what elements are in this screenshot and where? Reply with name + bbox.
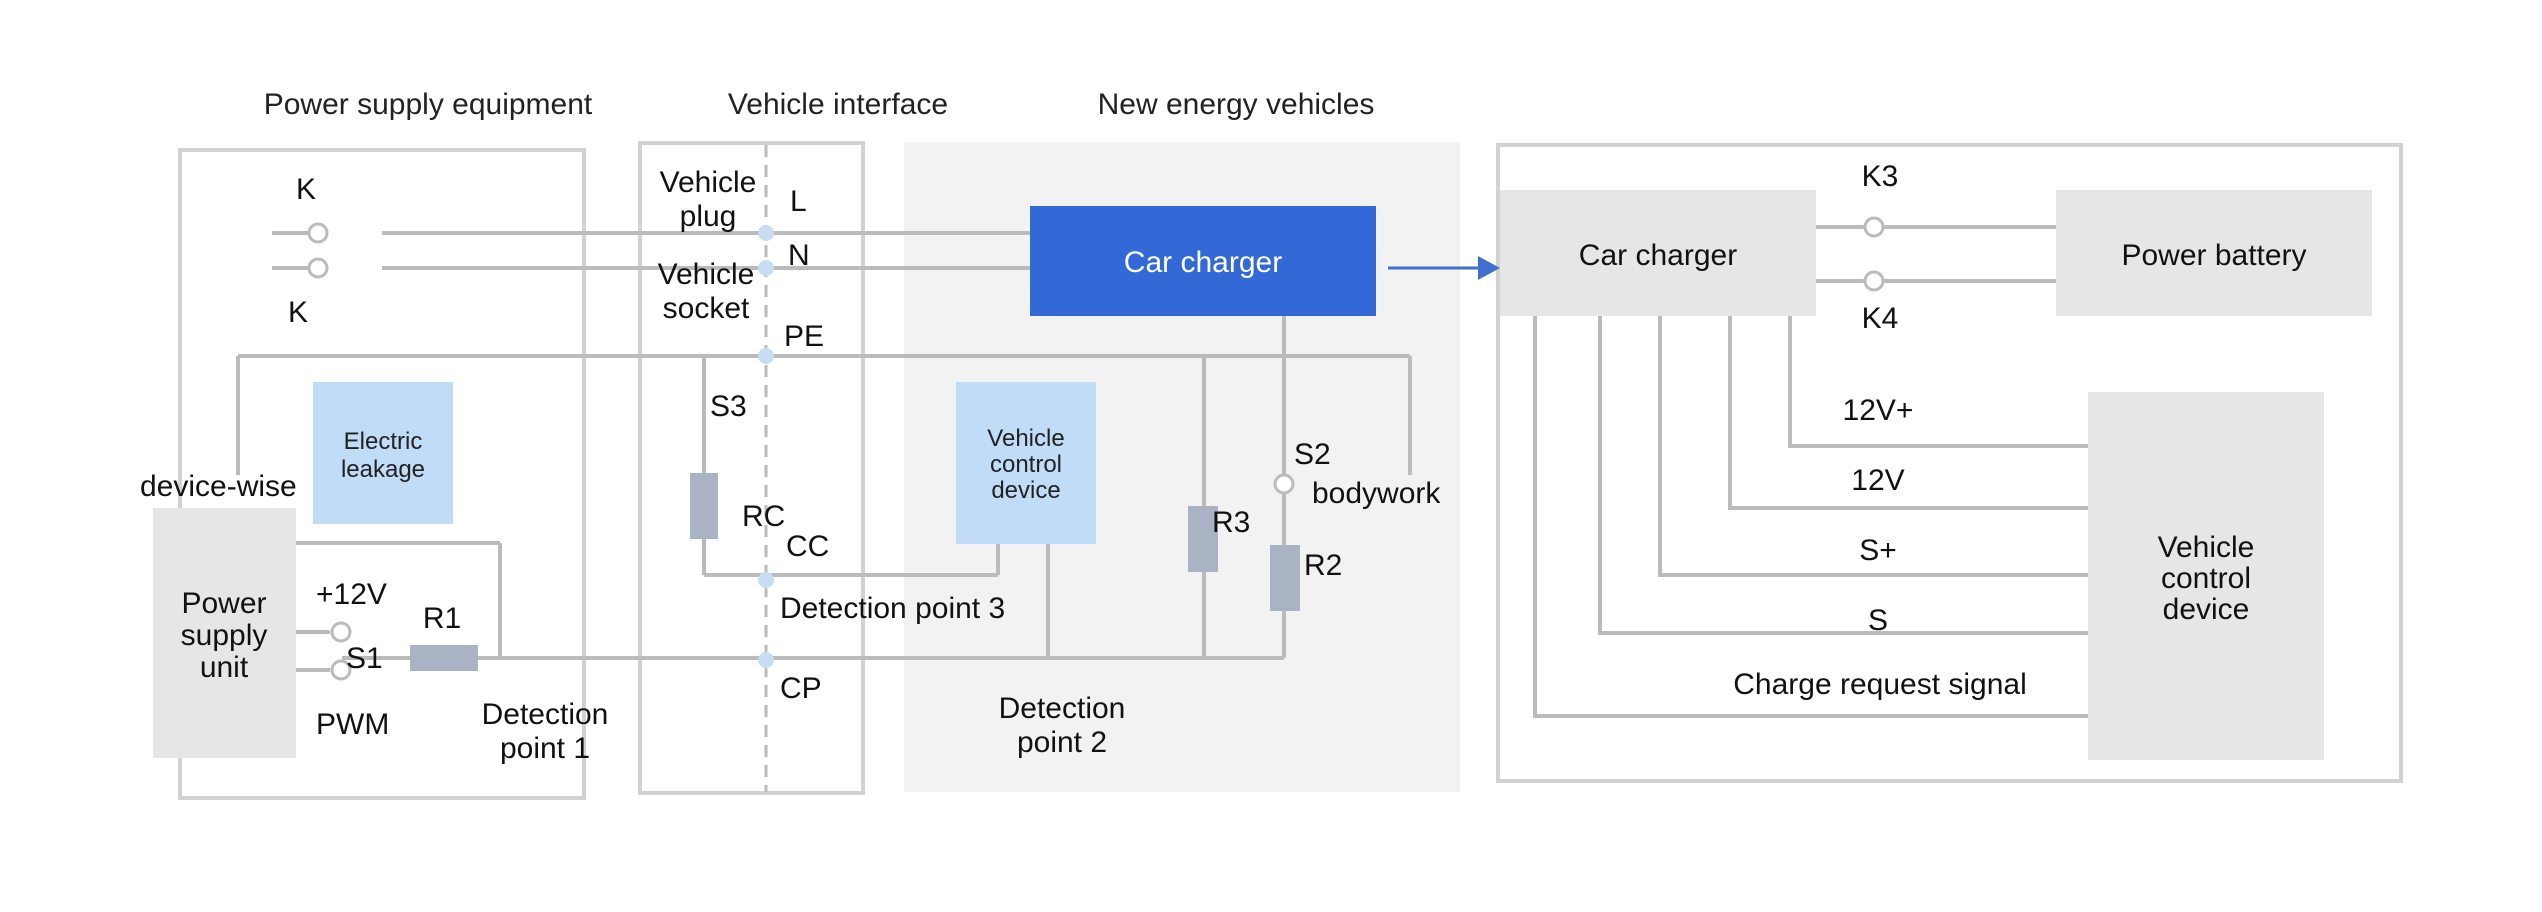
detail-vehicle-control-device-block xyxy=(2088,392,2324,760)
label-plus-12v: +12V xyxy=(316,578,387,611)
power-supply-unit-block xyxy=(153,508,296,758)
label-device-wise: device-wise xyxy=(140,470,297,503)
resistor-r3 xyxy=(1188,506,1218,572)
k4-switch-icon xyxy=(1863,270,1885,292)
heading-power-supply-equipment: Power supply equipment xyxy=(264,88,593,121)
plus-12v-terminal-icon xyxy=(330,621,352,643)
label-s-plus: S+ xyxy=(1859,534,1897,567)
arrow-right-icon xyxy=(1478,256,1500,280)
connector-dot-cc xyxy=(758,572,774,588)
label-cp: CP xyxy=(780,672,822,705)
label-k3: K3 xyxy=(1862,160,1899,193)
detail-car-charger-label: Car charger xyxy=(1579,239,1737,272)
electric-leakage-line-2: leakage xyxy=(341,456,425,483)
connector-dot-l xyxy=(758,225,774,241)
power-supply-unit-line-1: Power xyxy=(181,587,266,620)
wires xyxy=(236,225,2088,718)
connector-dot-cp xyxy=(758,652,774,668)
label-pwm: PWM xyxy=(316,708,389,741)
k-switch-bottom-icon xyxy=(307,257,329,279)
vehicle-interface-frame xyxy=(638,141,865,795)
resistor-rc xyxy=(690,473,718,539)
vehicle-plug-line-2: plug xyxy=(680,200,737,233)
label-r2: R2 xyxy=(1304,549,1342,582)
vehicle-control-device-line-3: device xyxy=(991,477,1060,504)
k3-switch-icon xyxy=(1863,216,1885,238)
label-cc: CC xyxy=(786,530,829,563)
label-k-bottom: K xyxy=(288,296,308,329)
vehicle-control-device-block xyxy=(956,382,1096,544)
label-r1: R1 xyxy=(423,602,461,635)
s2-switch-icon xyxy=(1273,473,1295,495)
heading-vehicle-interface: Vehicle interface xyxy=(728,88,948,121)
detection-point-2-line-2: point 2 xyxy=(1017,726,1107,759)
detail-vehicle-control-device-line-2: control xyxy=(2161,562,2251,595)
vehicle-socket-line-1: Vehicle xyxy=(658,258,755,291)
connector-dot-n xyxy=(758,260,774,276)
label-rc: RC xyxy=(742,500,785,533)
connector-dot-pe xyxy=(758,348,774,364)
label-pe: PE xyxy=(784,320,824,353)
power-battery-block xyxy=(2056,190,2372,316)
label-s: S xyxy=(1868,604,1888,637)
vehicle-control-device-line-2: control xyxy=(990,451,1062,478)
power-battery-label: Power battery xyxy=(2121,239,2306,272)
detection-point-1-line-2: point 1 xyxy=(500,732,590,765)
label-s1: S1 xyxy=(346,642,383,675)
detail-vehicle-control-device-line-3: device xyxy=(2163,593,2250,626)
label-l: L xyxy=(790,185,807,218)
car-charger-label: Car charger xyxy=(1124,246,1282,279)
k-switch-top-icon xyxy=(307,222,329,244)
label-charge-request-signal: Charge request signal xyxy=(1733,668,2027,701)
vehicle-control-device-line-1: Vehicle xyxy=(987,425,1064,452)
resistor-r1 xyxy=(410,645,478,671)
s1-switch-icon xyxy=(330,659,352,681)
label-detection-point-3: Detection point 3 xyxy=(780,592,1005,625)
label-k-top: K xyxy=(296,173,316,206)
power-supply-equipment-frame xyxy=(178,148,586,800)
detection-point-2-line-1: Detection xyxy=(999,692,1126,725)
label-k4: K4 xyxy=(1862,302,1899,335)
electric-leakage-block xyxy=(313,382,453,524)
heading-new-energy-vehicles: New energy vehicles xyxy=(1098,88,1375,121)
label-s2: S2 xyxy=(1294,438,1331,471)
onboard-detail-frame xyxy=(1496,143,2403,783)
label-s3: S3 xyxy=(710,390,747,423)
label-12v-plus: 12V+ xyxy=(1843,394,1914,427)
label-r3: R3 xyxy=(1212,506,1250,539)
car-charger-block xyxy=(1030,206,1376,316)
detail-car-charger-block xyxy=(1500,190,1816,316)
label-12v: 12V xyxy=(1851,464,1904,497)
vehicle-socket-line-2: socket xyxy=(663,292,750,325)
power-supply-unit-line-2: supply xyxy=(181,619,268,652)
detail-vehicle-control-device-line-1: Vehicle xyxy=(2158,531,2255,564)
label-bodywork: bodywork xyxy=(1312,477,1441,510)
electric-leakage-line-1: Electric xyxy=(344,428,423,455)
label-n: N xyxy=(788,239,810,272)
detection-point-1-line-1: Detection xyxy=(482,698,609,731)
vehicle-plug-line-1: Vehicle xyxy=(660,166,757,199)
resistor-r2 xyxy=(1270,545,1300,611)
power-supply-unit-line-3: unit xyxy=(200,651,249,684)
